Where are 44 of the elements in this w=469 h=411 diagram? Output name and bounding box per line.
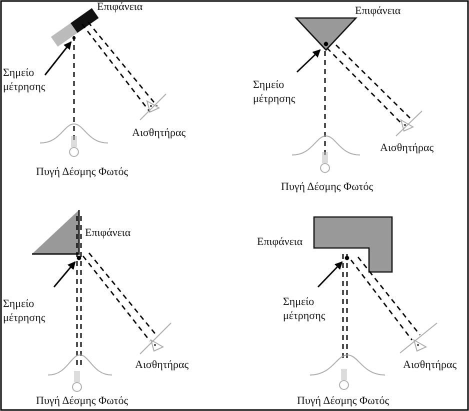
leader-arrow	[44, 41, 72, 76]
measurement-point-label: Σημείο μέτρησης	[283, 295, 335, 323]
light-ray	[336, 44, 410, 118]
light-source-drawing	[40, 124, 108, 157]
sensor-drawing	[140, 94, 166, 120]
light-source-label: Πυγή Δέσμης Φωτός	[297, 395, 390, 408]
surface-label: Επιφάνεια	[85, 227, 131, 240]
measurement-point-label: Σημείο μέτρησης	[3, 66, 55, 94]
sensor-drawing	[396, 110, 422, 136]
measurement-point-label: Σημείο μέτρησης	[3, 297, 55, 325]
reflective-surface	[32, 210, 80, 255]
light-ray	[81, 24, 151, 112]
light-source-drawing	[48, 354, 112, 392]
sensor-drawing	[140, 322, 172, 354]
light-ray	[82, 256, 151, 342]
light-ray	[350, 260, 413, 340]
sensor-drawing	[400, 322, 438, 354]
light-source-drawing	[310, 354, 386, 390]
measurement-point-label: Σημείο μέτρησης	[253, 78, 305, 106]
light-source-label: Πυγή Δέσμης Φωτός	[36, 166, 128, 179]
leader-arrow	[317, 261, 343, 288]
surface-label: Επιφάνεια	[97, 1, 143, 14]
light-source-label: Πυγή Δέσμης Φωτός	[36, 395, 128, 408]
leader-arrow	[53, 261, 76, 288]
reflective-surface	[313, 216, 393, 273]
light-ray	[357, 256, 421, 336]
reflective-surface	[50, 8, 99, 47]
sensor-label: Αισθητήρας	[132, 127, 186, 140]
measurement-point	[324, 42, 328, 46]
measurement-point	[344, 256, 350, 260]
light-ray	[326, 48, 404, 126]
reflective-surface	[294, 17, 358, 51]
sensor-label: Αισθητήρας	[135, 359, 189, 372]
light-ray	[87, 22, 158, 106]
light-source-drawing	[292, 136, 360, 173]
light-ray	[88, 252, 158, 336]
light-ray	[324, 50, 326, 155]
surface-label: Επιφάνεια	[355, 5, 401, 18]
light-source-label: Πυγή Δέσμης Φωτός	[281, 181, 374, 194]
surface-label: Επιφάνεια	[257, 236, 303, 249]
leader-arrow	[296, 49, 321, 73]
measurement-point	[76, 256, 82, 260]
sensor-label: Αισθητήρας	[380, 142, 434, 155]
sensor-label: Αισθητήρας	[403, 359, 457, 372]
